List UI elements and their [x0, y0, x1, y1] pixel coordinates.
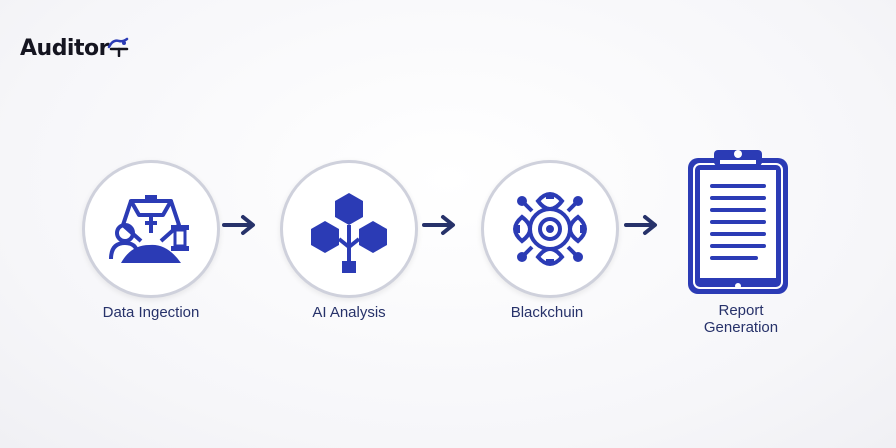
step-circle	[481, 160, 619, 298]
arrow-right-icon	[222, 215, 255, 235]
data-ingestion-icon	[109, 195, 189, 263]
step-ai-analysis	[280, 160, 420, 300]
step-label: Report Generation	[703, 302, 779, 336]
step-circle	[280, 160, 418, 298]
brand-logo: Auditor	[20, 36, 129, 61]
step-label: Data Ingection	[102, 304, 200, 321]
gavel-scales-icon	[107, 37, 129, 57]
ai-network-icon	[311, 193, 387, 273]
step-data-ingestion	[82, 160, 222, 300]
arrow-right-icon	[422, 215, 455, 235]
step-blockchain	[481, 160, 621, 300]
clipboard-report-icon	[688, 150, 788, 294]
arrow-right-icon	[624, 215, 657, 235]
step-label: Blackchuin	[510, 304, 584, 321]
blockchain-gear-icon	[513, 192, 587, 266]
step-label: AI Analysis	[312, 304, 386, 321]
step-circle	[82, 160, 220, 298]
brand-name: Auditor	[20, 36, 109, 61]
